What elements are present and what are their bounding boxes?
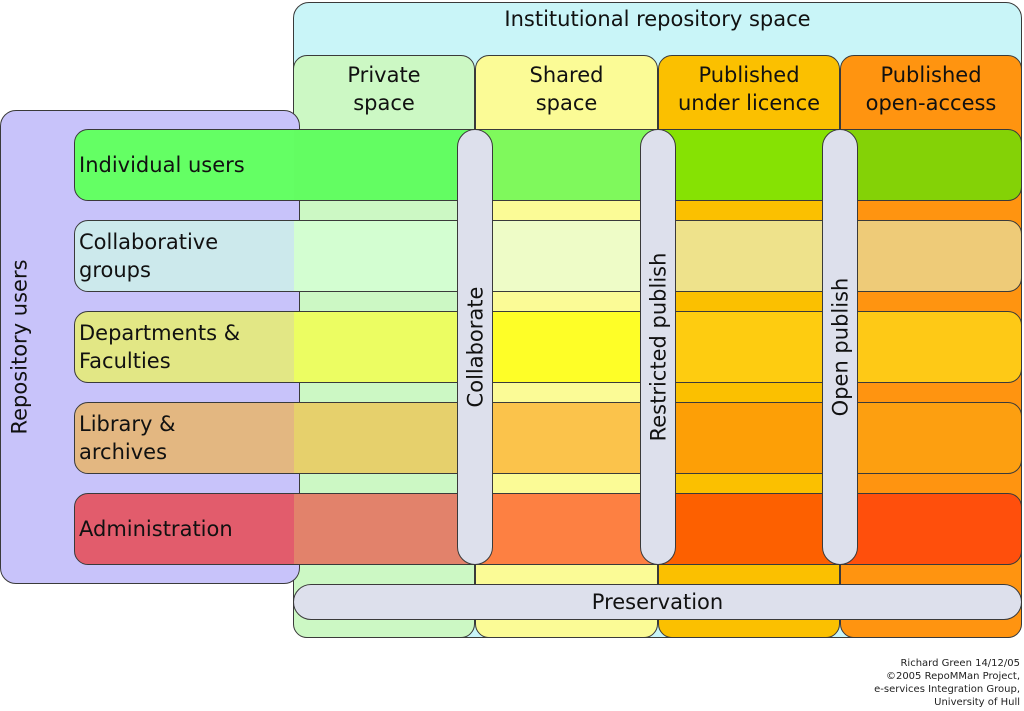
credit-line: Richard Green 14/12/05 — [900, 658, 1020, 669]
preservation-label: Preservation — [591, 590, 724, 614]
credit-line: ©2005 RepoMMan Project, — [885, 671, 1020, 682]
column-label-private-space: Private space — [347, 63, 421, 115]
row-administration — [74, 493, 1022, 565]
row-label-collaborative-groups: Collaborative groups — [79, 230, 219, 282]
row-individual-users — [74, 129, 1022, 201]
preservation-bar: Preservation — [293, 584, 1022, 620]
credit-line: University of Hull — [934, 697, 1020, 708]
column-label-published-open-access: Published open-access — [865, 63, 997, 115]
open-publish-bar: Open publish — [822, 129, 858, 565]
row-library-archives — [74, 402, 1022, 474]
collaborate-bar: Collaborate — [457, 129, 493, 565]
collaborate-label: Collaborate — [463, 286, 488, 408]
row-collaborative-groups — [74, 220, 1022, 292]
row-departments-faculties — [74, 311, 1022, 383]
restricted-publish-label: Restricted publish — [646, 252, 670, 442]
credit-block: Richard Green 14/12/05 ©2005 RepoMMan Pr… — [820, 657, 1020, 709]
row-label-administration: Administration — [79, 517, 233, 541]
open-publish-label: Open publish — [828, 277, 852, 417]
column-label-published-under-licence: Published under licence — [677, 63, 821, 115]
row-label-library-archives: Library & archives — [79, 412, 176, 464]
column-label-shared-space: Shared space — [529, 63, 604, 115]
row-label-individual-users: Individual users — [79, 153, 245, 177]
restricted-publish-bar: Restricted publish — [640, 129, 676, 565]
credit-line: e-services Integration Group, — [874, 684, 1020, 695]
repository-users-label: Repository users — [8, 259, 32, 435]
repository-users-label-box: Repository users — [2, 110, 38, 584]
diagram-title: Institutional repository space — [504, 7, 811, 31]
row-label-departments-faculties: Departments & Faculties — [79, 321, 241, 373]
